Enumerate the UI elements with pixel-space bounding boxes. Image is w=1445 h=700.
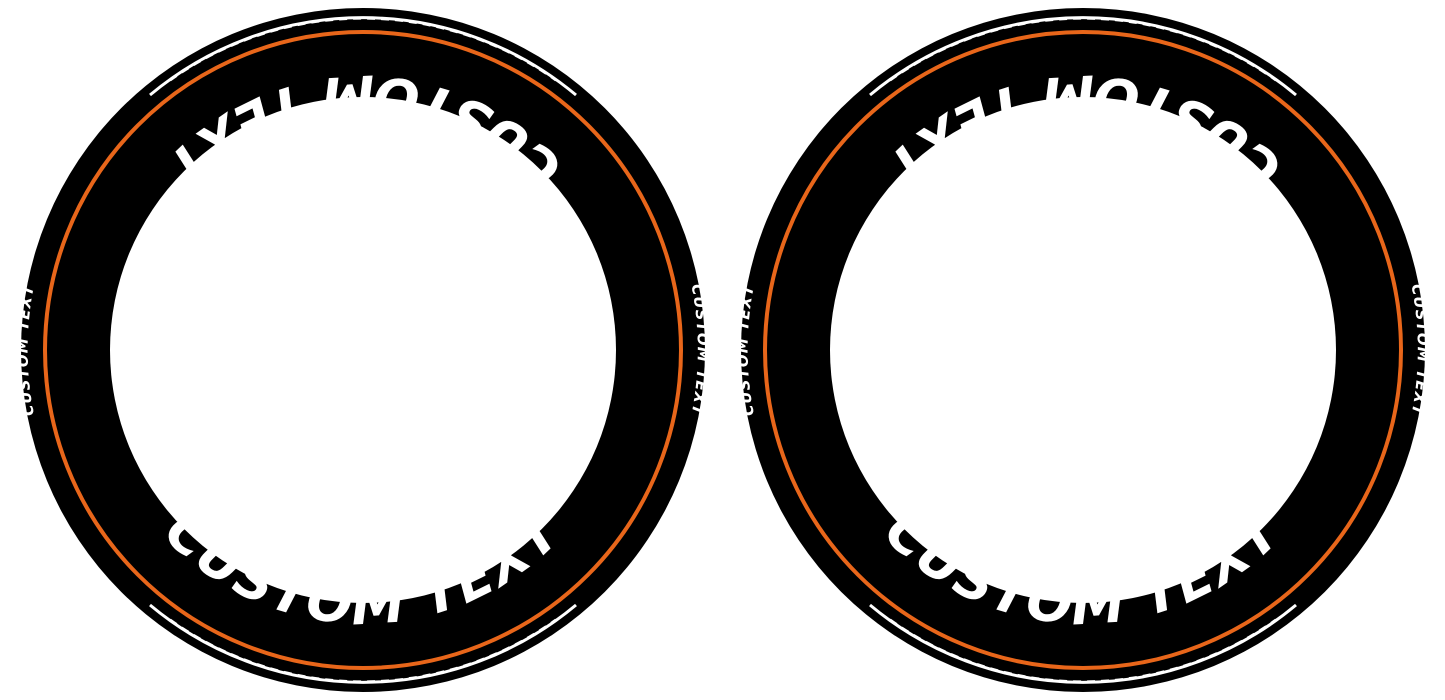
tire-left-side-text: CUSTOM TEXT [734, 282, 758, 417]
tire-accent-stripe [43, 30, 683, 670]
tread-marks-top [149, 16, 577, 97]
tread-marks-bottom [869, 603, 1297, 684]
tire-rim-hole [830, 97, 1336, 603]
tire-rim-hole [110, 97, 616, 603]
tire-left-side-text: CUSTOM TEXT [14, 282, 38, 417]
tire-accent-stripe [763, 30, 1403, 670]
tire-right-side-text: CUSTOM TEXT [687, 283, 711, 418]
tire-right: CUSTOM TEXT CUSTOM TEXT CUSTOM TEXT CUST… [734, 8, 1431, 692]
tire-left: CUSTOM TEXT CUSTOM TEXT CUSTOM TEXT CUST… [14, 8, 711, 692]
tread-marks-bottom [149, 603, 577, 684]
tire-right-side-text: CUSTOM TEXT [1407, 283, 1431, 418]
tread-marks-top [869, 16, 1297, 97]
